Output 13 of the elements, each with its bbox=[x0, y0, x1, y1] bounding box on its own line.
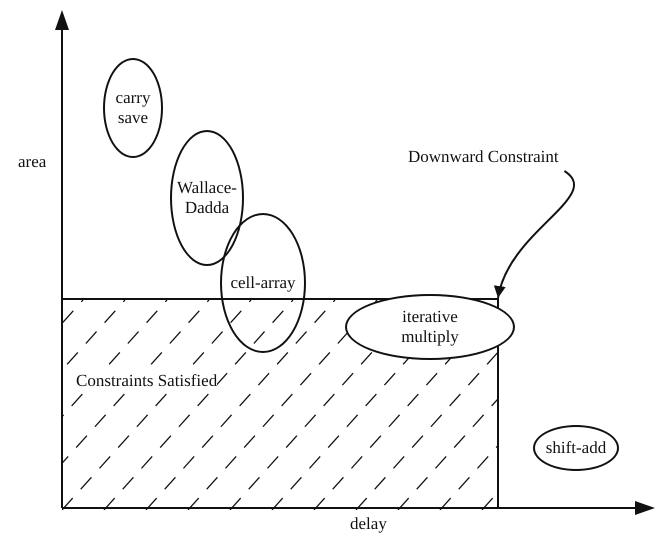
ellipse bbox=[533, 425, 619, 471]
node-label: cell-array bbox=[230, 272, 296, 294]
node-label: Wallace-Dadda bbox=[176, 178, 238, 218]
node-label: carry save bbox=[114, 88, 152, 128]
node-label: Downward Constraint bbox=[408, 146, 559, 168]
axis-label: delay bbox=[350, 514, 387, 534]
node-label: shift-add bbox=[546, 438, 606, 458]
arrow bbox=[495, 170, 575, 298]
ellipse bbox=[170, 130, 244, 266]
ellipse bbox=[220, 213, 306, 353]
axis-label: area bbox=[18, 152, 46, 172]
node-label: iterative multiply bbox=[400, 306, 460, 348]
ellipse bbox=[103, 58, 163, 158]
